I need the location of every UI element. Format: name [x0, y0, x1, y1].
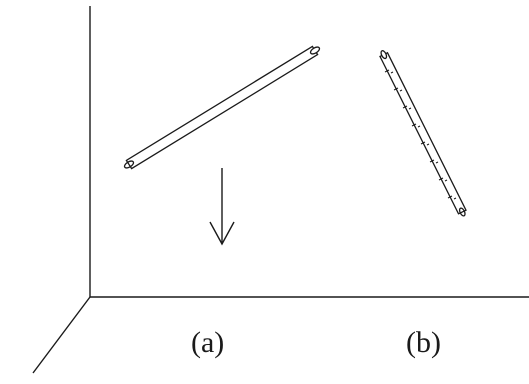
rod-b-end-top [380, 50, 388, 60]
rod-b [379, 50, 467, 217]
depth-axis [32, 296, 91, 374]
rod-a [123, 45, 321, 170]
panel-label-b: (b) [406, 326, 441, 359]
panel-label-a: (a) [191, 326, 225, 359]
rod-b-ticks [384, 69, 457, 200]
tick-mark [393, 87, 403, 92]
tick-mark [447, 195, 457, 200]
rod-a-end-bottom [123, 160, 135, 169]
rod-a-end-top [309, 46, 321, 55]
tick-mark [438, 177, 448, 182]
tick-mark [384, 69, 394, 74]
rod-b-body [379, 51, 467, 215]
rod-b-end-bottom [458, 207, 466, 217]
tick-mark [411, 123, 421, 128]
corner-axes [32, 6, 529, 374]
tick-mark [420, 141, 430, 146]
arrow-head [209, 221, 235, 246]
rod-a-body [125, 45, 319, 170]
tick-mark [429, 159, 439, 164]
tick-mark [402, 105, 412, 110]
down-arrow-icon [209, 168, 235, 246]
